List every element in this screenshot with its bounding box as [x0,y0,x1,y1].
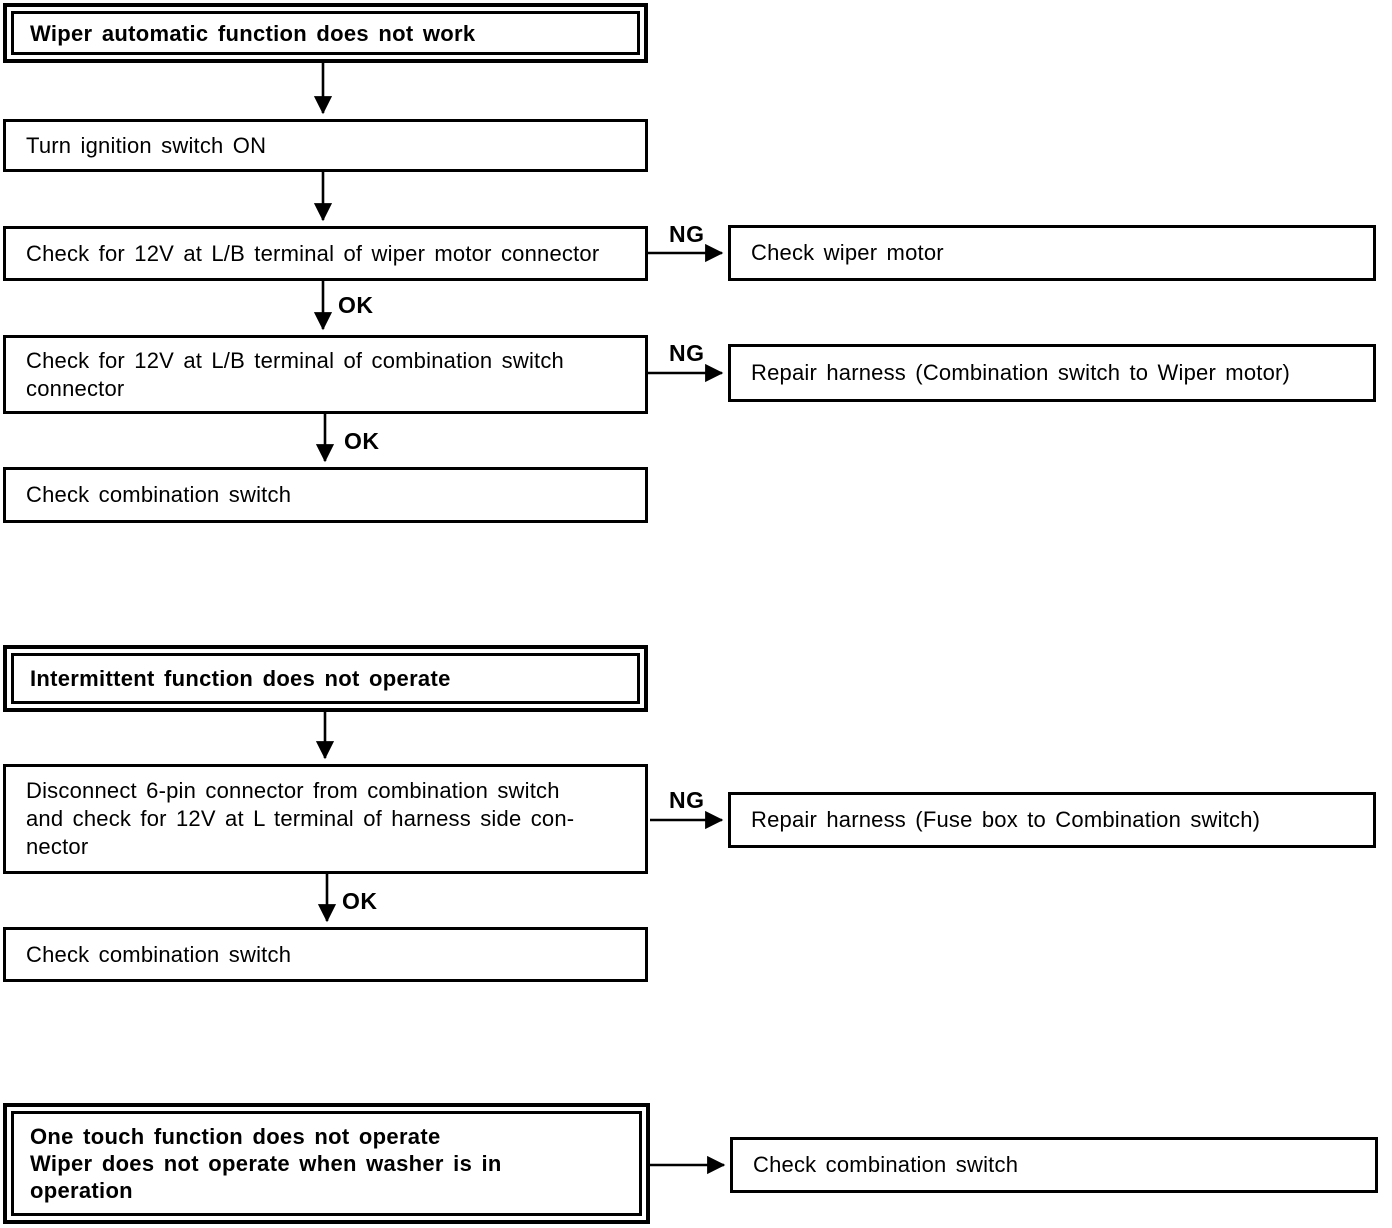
symptom-box-intermittent: Intermittent function does not operate [3,645,648,712]
result-repair-harness-combo-to-motor: Repair harness (Combination switch to Wi… [728,344,1376,402]
ng-label-3: NG [669,787,705,813]
result-check-combination-switch-3: Check combination switch [730,1137,1378,1193]
result-text: Repair harness (Fuse box to Combination … [751,807,1261,832]
result-repair-harness-fuse-to-combo: Repair harness (Fuse box to Combination … [728,792,1376,848]
step-text: Check for 12V at L/B terminal of combina… [26,347,564,401]
symptom-box-one-touch: One touch function does not operate Wipe… [3,1103,650,1224]
step-turn-ignition-on: Turn ignition switch ON [3,119,648,172]
step-check-combination-switch-1: Check combination switch [3,467,648,523]
ok-label-1: OK [338,292,374,318]
step-text: Check for 12V at L/B terminal of wiper m… [26,240,600,266]
ok-label-2: OK [344,428,380,454]
step-check-12v-combination-switch: Check for 12V at L/B terminal of combina… [3,335,648,414]
result-text: Repair harness (Combination switch to Wi… [751,360,1291,385]
step-check-12v-wiper-motor: Check for 12V at L/B terminal of wiper m… [3,226,648,281]
step-text: Check combination switch [26,941,292,967]
symptom-title: Wiper automatic function does not work [30,20,476,46]
ok-label-3: OK [342,888,378,914]
symptom-box-wiper-automatic: Wiper automatic function does not work [3,3,648,63]
ng-label-2: NG [669,340,705,366]
ng-label-1: NG [669,221,705,247]
symptom-title: Intermittent function does not operate [30,666,451,691]
step-text: Check combination switch [26,482,292,507]
result-text: Check combination switch [753,1152,1019,1177]
result-text: Check wiper motor [751,240,944,265]
symptom-title: One touch function does not operate Wipe… [30,1124,502,1203]
step-check-combination-switch-2: Check combination switch [3,927,648,982]
step-disconnect-6pin-connector: Disconnect 6-pin connector from combinat… [3,764,648,874]
step-text: Turn ignition switch ON [26,132,267,158]
step-text: Disconnect 6-pin connector from combinat… [26,778,575,859]
result-check-wiper-motor: Check wiper motor [728,225,1376,281]
